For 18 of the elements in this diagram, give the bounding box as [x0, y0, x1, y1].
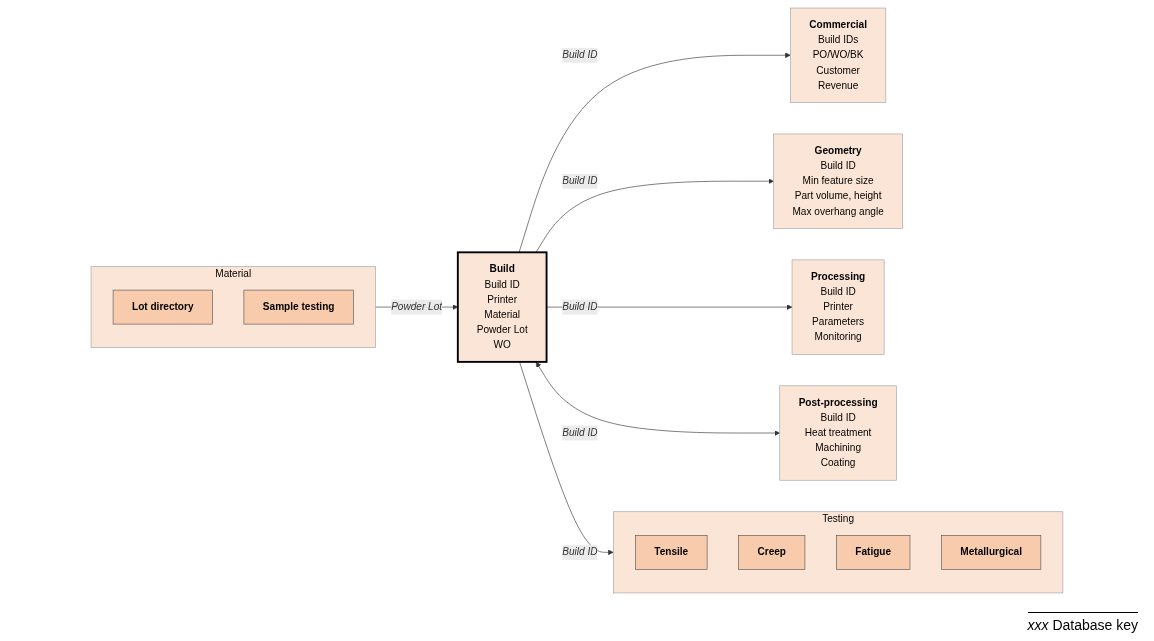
key-note: xxx Database key: [1027, 617, 1138, 633]
edge-label: Build ID: [562, 426, 598, 438]
node-box: Post-processing Build ID Heat treatment Machining Coating: [779, 385, 897, 481]
edge-label: Build ID: [562, 300, 598, 312]
node-box: Processing Build ID Printer Parameters Monitoring: [791, 259, 885, 355]
edge-label: Build ID: [562, 546, 598, 557]
edge-label: Powder Lot: [391, 300, 443, 312]
node-box: Creep: [738, 534, 806, 570]
edge-label: Build ID: [562, 49, 598, 60]
node-box: Build Build ID Printer Material Powder Lot WO: [456, 250, 548, 363]
node-box: Commercial Build IDs PO/WO/BK Customer Revenue: [790, 7, 887, 103]
node-box: Sample testing: [243, 289, 354, 324]
node-box: Fatigue: [836, 534, 911, 570]
node-box: Tensile: [635, 534, 708, 570]
node-box: Geometry Build ID Min feature size Part volume, height Max overhang angle: [773, 133, 903, 229]
node-box: Lot directory: [112, 289, 213, 324]
node-box: Metallurgical: [941, 534, 1042, 570]
edge-label: Build ID: [562, 175, 598, 186]
